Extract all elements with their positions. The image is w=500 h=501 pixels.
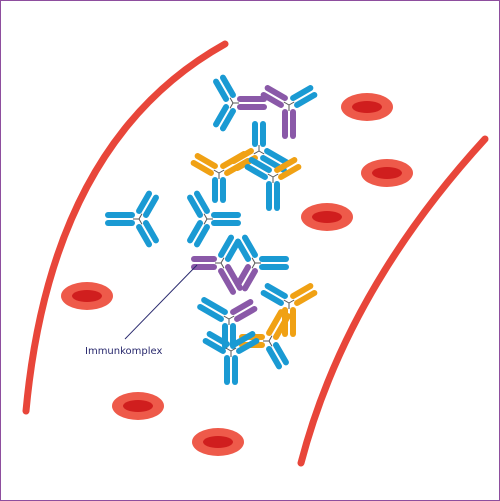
antibody-y-icon (191, 234, 243, 295)
vessel-wall-left (22, 40, 229, 415)
antibody-y-icon (197, 297, 258, 349)
antibody-y-icon (187, 190, 241, 248)
immune-complex (105, 74, 318, 385)
callout-label: Immunkomplex (85, 346, 163, 357)
antibody-y-icon (235, 234, 289, 292)
antibody-y-icon (244, 157, 302, 211)
red-blood-cell (112, 392, 164, 420)
antibody-y-icon (202, 331, 260, 385)
red-blood-cell (361, 159, 413, 187)
vessel-wall-right (297, 135, 489, 467)
red-blood-cell (301, 203, 353, 231)
antibody-y-icon (105, 190, 159, 248)
antibody-y-icon (213, 74, 267, 132)
red-blood-cell (61, 282, 113, 310)
antibody-y-icon (260, 85, 318, 139)
red-blood-cell (341, 93, 393, 121)
callout-line (124, 264, 198, 340)
red-blood-cell (192, 428, 244, 456)
antibody-y-icon (190, 151, 251, 203)
